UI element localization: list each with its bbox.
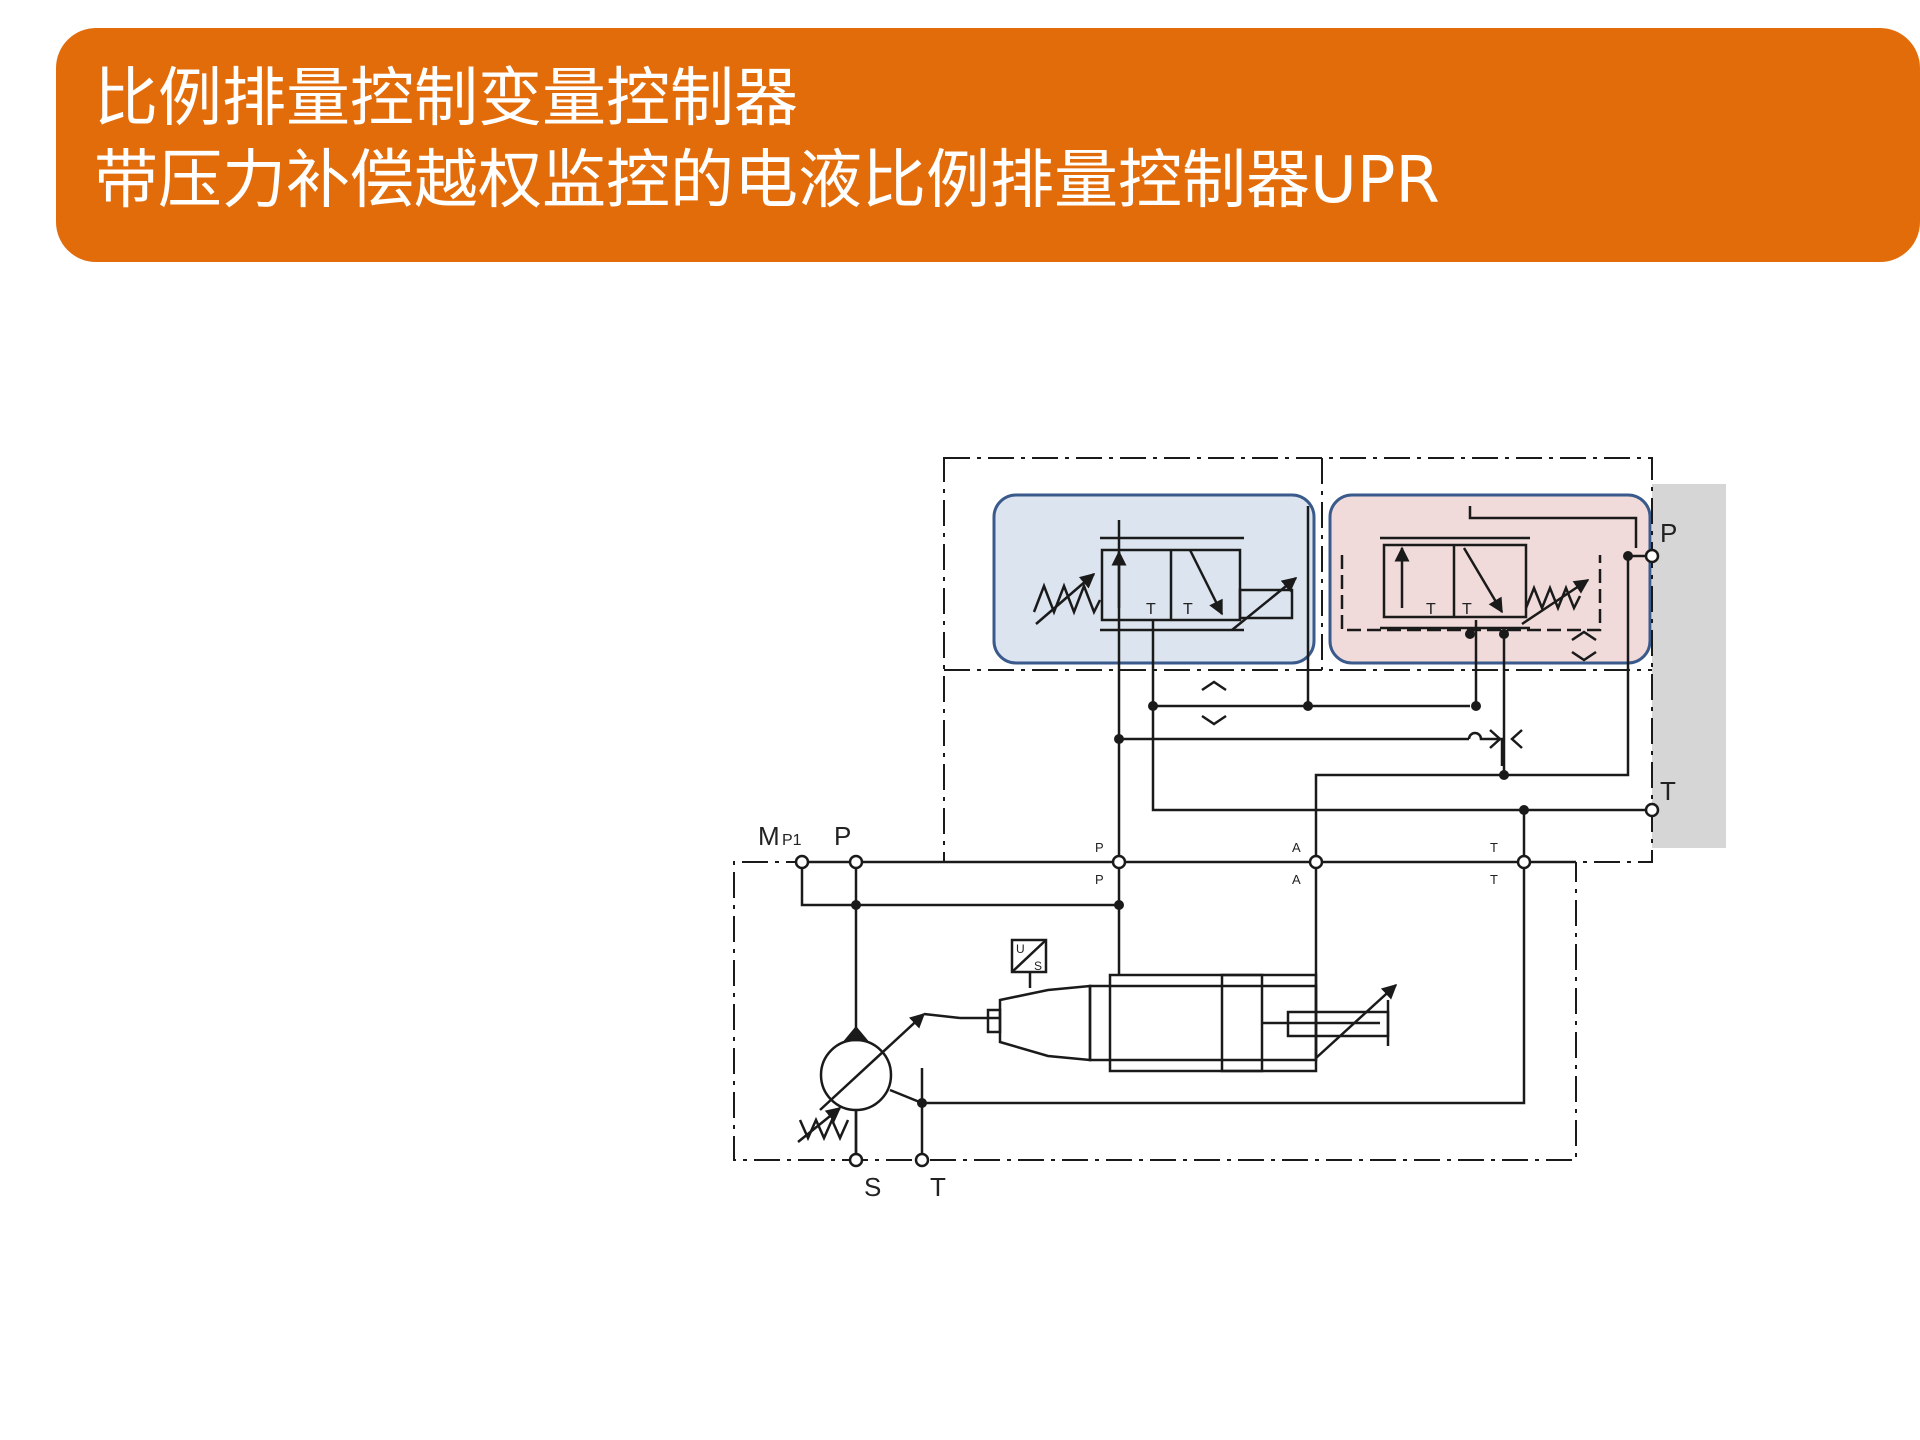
- label-valve-t4: T: [1462, 601, 1472, 618]
- label-sensor-u: U: [1016, 942, 1025, 956]
- proportional-valve-left: [1032, 536, 1298, 632]
- title-line-2: 带压力补偿越权监控的电液比例排量控制器UPR: [94, 144, 1440, 218]
- title-line-1: 比例排量控制变量控制器: [94, 62, 798, 136]
- title-banner: 比例排量控制变量控制器 带压力补偿越权监控的电液比例排量控制器UPR: [56, 28, 1920, 262]
- variable-pump: [797, 1012, 961, 1160]
- label-interface-p-upper: P: [1095, 840, 1104, 855]
- label-interface-p-lower: P: [1095, 872, 1104, 887]
- label-port-t-bottom: T: [930, 1172, 946, 1202]
- label-interface-t-lower: T: [1490, 872, 1498, 887]
- label-interface-a-upper: A: [1292, 840, 1301, 855]
- label-port-t-right: T: [1660, 776, 1676, 806]
- label-interface-t-upper: T: [1490, 840, 1498, 855]
- label-port-p-right: P: [1660, 518, 1677, 548]
- label-port-s: S: [864, 1172, 881, 1202]
- label-sensor-s: S: [1034, 959, 1042, 973]
- port-circles: [794, 548, 1660, 1168]
- servo-cylinder: [986, 938, 1398, 1073]
- label-port-p-top: P: [834, 821, 851, 851]
- gray-side-panel: [1652, 484, 1726, 848]
- junction-dots: [851, 551, 1633, 1108]
- orifices: [1201, 680, 1523, 749]
- red-highlight-box: [1328, 493, 1652, 665]
- label-valve-t3: T: [1426, 601, 1436, 618]
- label-interface-a-lower: A: [1292, 872, 1301, 887]
- label-valve-t2: T: [1183, 601, 1193, 618]
- label-valve-t1: T: [1146, 601, 1156, 618]
- label-mp1: M: [758, 821, 780, 851]
- label-mp1-sub: P1: [782, 832, 802, 849]
